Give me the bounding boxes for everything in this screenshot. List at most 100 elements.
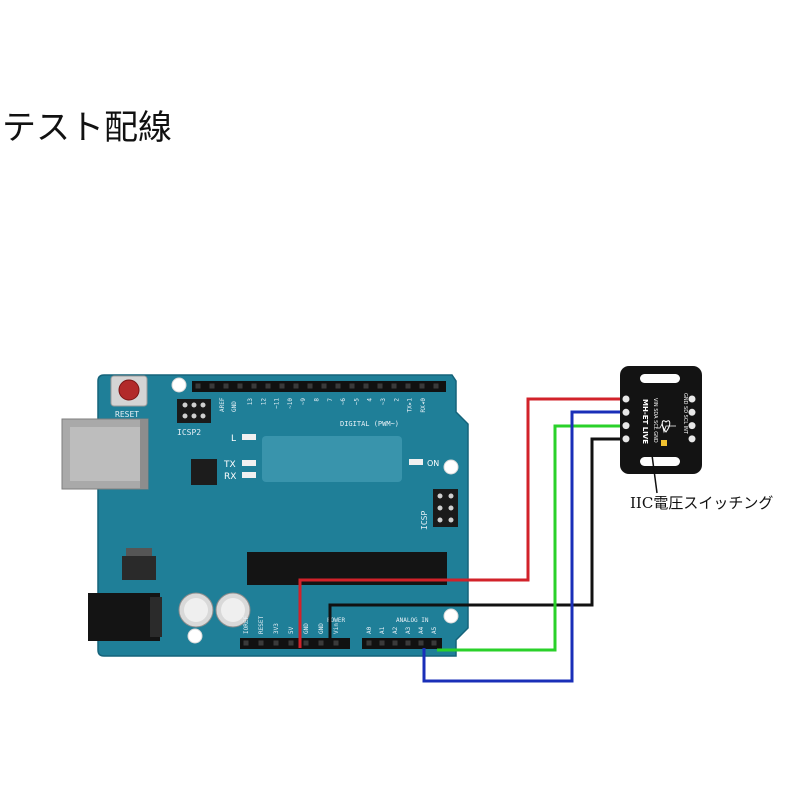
header-pin bbox=[379, 640, 385, 646]
header-pin bbox=[307, 383, 313, 389]
analog-header-holes bbox=[366, 640, 437, 646]
header-pin bbox=[366, 640, 372, 646]
aref-label: AREF bbox=[219, 397, 226, 412]
header-pin bbox=[433, 383, 439, 389]
header-pin bbox=[195, 383, 201, 389]
digital-pin-label: 4 bbox=[367, 398, 374, 402]
header-pin bbox=[237, 383, 243, 389]
sensor-pad bbox=[688, 395, 696, 403]
icsp-label: ICSP bbox=[420, 511, 429, 530]
wire-gnd-gnd bbox=[328, 437, 622, 648]
sensor-pad bbox=[622, 435, 630, 443]
header-pin bbox=[258, 640, 264, 646]
wire-a4-sda bbox=[437, 424, 622, 652]
digital-pin-label: 13 bbox=[247, 398, 254, 406]
pin-label: GND bbox=[303, 623, 310, 634]
pin-label: A1 bbox=[379, 626, 386, 634]
sensor-name: MH-ET LIVE bbox=[641, 399, 649, 444]
header-pin bbox=[318, 640, 324, 646]
power-jack bbox=[88, 593, 162, 641]
pin-label: GND bbox=[318, 623, 325, 634]
sensor-left-pads bbox=[622, 395, 630, 443]
icsp2-label: ICSP2 bbox=[177, 428, 201, 437]
led-rx bbox=[242, 472, 256, 478]
power-header-holes bbox=[243, 640, 339, 646]
digital-pin-label: 12 bbox=[260, 398, 267, 406]
digital-pin-label: ~5 bbox=[353, 398, 360, 406]
header-pin bbox=[391, 383, 397, 389]
sensor-pad bbox=[688, 408, 696, 416]
power-label: POWER bbox=[327, 617, 345, 624]
header-pin bbox=[321, 383, 327, 389]
callout-label: IIC電圧スイッチング bbox=[630, 494, 774, 512]
digital-header-holes bbox=[195, 383, 439, 389]
header-pin bbox=[288, 640, 294, 646]
header-pin bbox=[279, 383, 285, 389]
header-pin bbox=[419, 383, 425, 389]
header-pin bbox=[209, 383, 215, 389]
mounting-hole bbox=[443, 608, 459, 624]
pin-label: 3V3 bbox=[273, 623, 280, 634]
sensor-pcb bbox=[620, 366, 702, 474]
sensor-top-pad bbox=[640, 374, 680, 383]
digital-pin-label: 8 bbox=[314, 398, 321, 402]
pin-label: A4 bbox=[418, 626, 425, 634]
digital-pin-label: ~11 bbox=[274, 398, 281, 409]
usb-chip bbox=[191, 459, 217, 485]
capacitor bbox=[215, 592, 251, 628]
wires bbox=[298, 397, 622, 683]
callout-leader bbox=[651, 454, 658, 494]
on-label: ON bbox=[427, 459, 439, 468]
header-pin bbox=[333, 640, 339, 646]
header-pin bbox=[405, 383, 411, 389]
header-pin bbox=[377, 383, 383, 389]
sensor-pad bbox=[688, 422, 696, 430]
header-pin bbox=[303, 640, 309, 646]
led-rx-label: RX bbox=[224, 472, 236, 482]
pin-label: A2 bbox=[392, 626, 399, 634]
pin-label: Vin bbox=[333, 623, 340, 634]
reset-button[interactable] bbox=[110, 375, 148, 407]
icsp2-header bbox=[177, 399, 211, 423]
header-pin bbox=[273, 640, 279, 646]
header-pin bbox=[335, 383, 341, 389]
mounting-hole bbox=[443, 459, 459, 475]
digital-pin-label: 7 bbox=[327, 398, 334, 402]
header-pin bbox=[431, 640, 437, 646]
digital-pin-label: ~3 bbox=[380, 398, 387, 406]
wire-5v-vin bbox=[298, 397, 622, 648]
sensor-top-pin-labels: GND SD SCL INT bbox=[682, 393, 688, 435]
sensor-chip bbox=[661, 440, 667, 446]
header-pin bbox=[293, 383, 299, 389]
analog-label: ANALOG IN bbox=[396, 617, 429, 624]
sensor-pad bbox=[622, 422, 630, 430]
pin-label: RESET bbox=[258, 616, 265, 634]
header-pin bbox=[265, 383, 271, 389]
mounting-hole bbox=[171, 377, 187, 393]
pin-label: IOREF bbox=[243, 616, 250, 634]
led-tx-label: TX bbox=[223, 460, 236, 470]
header-pin bbox=[349, 383, 355, 389]
arduino-board: RESET ICSP2 bbox=[61, 374, 469, 657]
sensor-module: MH-ET LIVE GND SD SCL INT VIN SDA SCL GN… bbox=[620, 366, 702, 474]
header-pin bbox=[392, 640, 398, 646]
sensor-right-pads bbox=[688, 395, 696, 443]
reset-label: RESET bbox=[115, 410, 139, 419]
sensor-pad bbox=[622, 408, 630, 416]
header-pin bbox=[405, 640, 411, 646]
voltage-regulator bbox=[122, 548, 156, 580]
page-title: テスト配線 bbox=[2, 108, 172, 148]
digital-pin-label: ~6 bbox=[340, 398, 347, 406]
led-l bbox=[242, 434, 256, 440]
pin-label: A3 bbox=[405, 626, 412, 634]
digital-pin-label: TX▸1 bbox=[407, 398, 414, 413]
header-pin bbox=[243, 640, 249, 646]
usb-connector bbox=[61, 418, 149, 490]
sensor-bottom-pad bbox=[640, 457, 680, 466]
sensor-bottom-pin-labels: VIN SDA SCL GND bbox=[652, 398, 658, 443]
wire-a5-scl bbox=[422, 410, 622, 683]
